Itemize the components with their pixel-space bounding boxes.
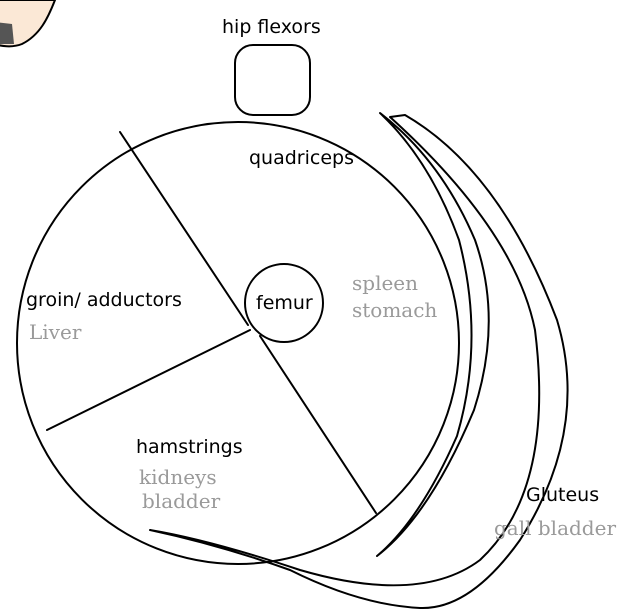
gluteus-inner-strip	[377, 113, 489, 556]
stomach-label: stomach	[352, 298, 437, 322]
thigh-outline	[17, 122, 459, 564]
kidneys-label: kidneys	[139, 465, 217, 489]
liver-label: Liver	[29, 320, 82, 344]
femur-label: femur	[256, 292, 313, 314]
groin-adductors-label: groin/ adductors	[26, 289, 182, 311]
hip-flexors-label: hip flexors	[222, 16, 321, 38]
groin-hamstrings-divider	[47, 330, 250, 430]
bladder-label: bladder	[142, 489, 221, 513]
spleen-label: spleen	[352, 271, 418, 295]
quadriceps-label: quadriceps	[249, 147, 354, 169]
hamstrings-quadriceps-divider	[260, 336, 376, 513]
hamstrings-label: hamstrings	[136, 436, 243, 458]
hip-flexors-box	[235, 45, 310, 115]
foot-icon	[0, 0, 55, 46]
gluteus-label: Gluteus	[526, 484, 599, 506]
gall-bladder-label: gall bladder	[494, 516, 616, 540]
